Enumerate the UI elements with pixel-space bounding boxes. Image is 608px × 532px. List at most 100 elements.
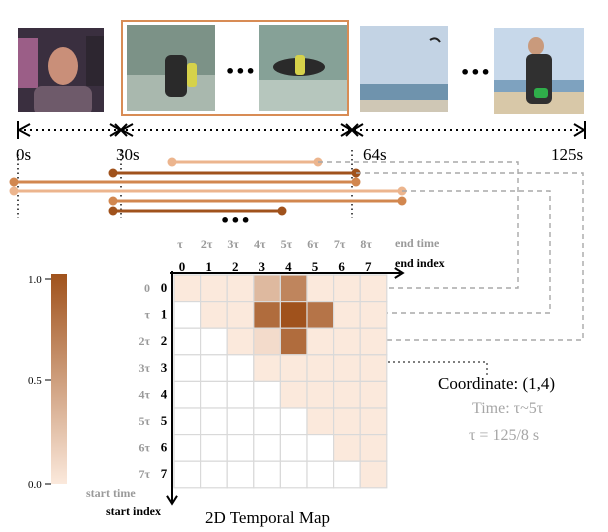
sand bbox=[360, 100, 448, 112]
map-cell bbox=[359, 327, 388, 356]
end-time-tick: 5τ bbox=[281, 237, 293, 251]
sea bbox=[360, 84, 448, 100]
map-cell bbox=[306, 380, 335, 409]
segment-start-3 bbox=[9, 186, 19, 196]
frame-ellipsis-1: ••• bbox=[225, 62, 256, 81]
map-cell bbox=[306, 407, 335, 436]
time-range-text: Time: τ~5τ bbox=[472, 400, 544, 417]
map-cell bbox=[333, 274, 361, 303]
map-cell bbox=[306, 460, 335, 489]
map-cell bbox=[253, 407, 282, 436]
highlight-segment-border bbox=[121, 20, 349, 116]
start-time-label: start time bbox=[86, 486, 136, 500]
start-axis-arrow bbox=[166, 495, 178, 506]
frame-diver-1 bbox=[127, 25, 215, 111]
map-cell bbox=[226, 407, 255, 436]
colorbar-tick-label: 0.5 bbox=[28, 375, 42, 387]
start-time-tick: 0 bbox=[144, 281, 150, 295]
end-index-tick: 7 bbox=[365, 259, 372, 274]
end-index-tick: 2 bbox=[232, 259, 239, 274]
start-time-tick: 4τ bbox=[138, 387, 150, 401]
start-index-tick: 5 bbox=[161, 413, 168, 428]
map-cell bbox=[200, 301, 228, 329]
arrow-left-1 bbox=[119, 123, 134, 137]
diver-body bbox=[165, 55, 187, 97]
arrow-right-2 bbox=[340, 123, 353, 137]
map-cell bbox=[226, 274, 255, 303]
map-cell bbox=[359, 380, 388, 409]
head bbox=[528, 37, 544, 55]
start-time-tick: 2τ bbox=[138, 334, 150, 348]
map-cell bbox=[226, 380, 255, 409]
segment-start-5 bbox=[108, 206, 118, 216]
end-index-label: end index bbox=[395, 256, 445, 270]
end-index-tick: 5 bbox=[312, 259, 319, 274]
map-cell bbox=[200, 380, 228, 409]
map-cell bbox=[279, 434, 308, 462]
start-index-tick: 1 bbox=[161, 307, 168, 322]
map-cell bbox=[279, 354, 308, 382]
map-cell bbox=[173, 460, 202, 489]
map-cell bbox=[279, 327, 308, 356]
map-cell bbox=[306, 301, 335, 329]
segment-start-2 bbox=[9, 177, 19, 187]
end-index-tick: 4 bbox=[285, 259, 292, 274]
map-cell bbox=[253, 327, 282, 356]
end-index-tick: 1 bbox=[205, 259, 212, 274]
map-cell bbox=[253, 274, 282, 303]
start-index-tick: 0 bbox=[161, 280, 168, 295]
pool-floor bbox=[259, 80, 347, 111]
map-cell bbox=[200, 434, 228, 462]
map-cell bbox=[200, 460, 228, 489]
link-line-b bbox=[292, 190, 551, 314]
end-time-tick: 2τ bbox=[201, 237, 213, 251]
arrow-left-0 bbox=[16, 123, 31, 137]
frame-ellipsis-2: ••• bbox=[460, 63, 491, 82]
map-cell bbox=[333, 407, 361, 436]
end-index-tick: 0 bbox=[179, 259, 186, 274]
frame-man-in-shop bbox=[18, 28, 104, 112]
segment-end-5 bbox=[277, 206, 287, 216]
segment-start-4 bbox=[108, 196, 118, 206]
air-tank bbox=[295, 55, 305, 75]
coordinate-text: Coordinate: (1,4) bbox=[438, 374, 556, 393]
segment-start-1 bbox=[108, 168, 118, 178]
start-index-tick: 7 bbox=[161, 466, 168, 481]
frame-diver-2-image bbox=[259, 25, 347, 111]
frame-man-on-beach bbox=[494, 28, 584, 114]
map-cell bbox=[253, 460, 282, 489]
start-index-label: start index bbox=[106, 504, 161, 518]
frame-beach-kite bbox=[360, 26, 448, 112]
map-cell bbox=[226, 460, 255, 489]
map-cell bbox=[253, 434, 282, 462]
end-index-tick: 6 bbox=[338, 259, 345, 274]
map-cell bbox=[306, 354, 335, 382]
frame-man-in-shop-image bbox=[18, 28, 104, 112]
map-cell bbox=[306, 327, 335, 356]
kite bbox=[429, 37, 441, 43]
frame-diver-1-image bbox=[127, 25, 215, 111]
map-cell bbox=[279, 407, 308, 436]
candidate-segments bbox=[9, 157, 407, 216]
clothing-rack bbox=[18, 38, 38, 88]
map-cell bbox=[226, 327, 255, 356]
start-index-tick: 3 bbox=[161, 360, 168, 375]
link-line-a bbox=[292, 161, 519, 289]
tick-label-64s: 64s bbox=[363, 145, 387, 164]
green-bag bbox=[534, 88, 548, 98]
end-time-tick: 8τ bbox=[360, 237, 372, 251]
shirt bbox=[34, 86, 92, 112]
map-cell bbox=[333, 460, 361, 489]
end-time-tick: 3τ bbox=[227, 237, 239, 251]
clothing-rack-dark bbox=[86, 36, 104, 86]
map-cell bbox=[279, 274, 308, 303]
map-cell bbox=[279, 460, 308, 489]
frame-man-on-beach-image bbox=[494, 28, 584, 114]
segments-ellipsis: ••• bbox=[220, 211, 251, 230]
tick-label-30s: 30s bbox=[116, 145, 140, 164]
map-cell bbox=[226, 301, 255, 329]
map-cell bbox=[173, 301, 202, 329]
